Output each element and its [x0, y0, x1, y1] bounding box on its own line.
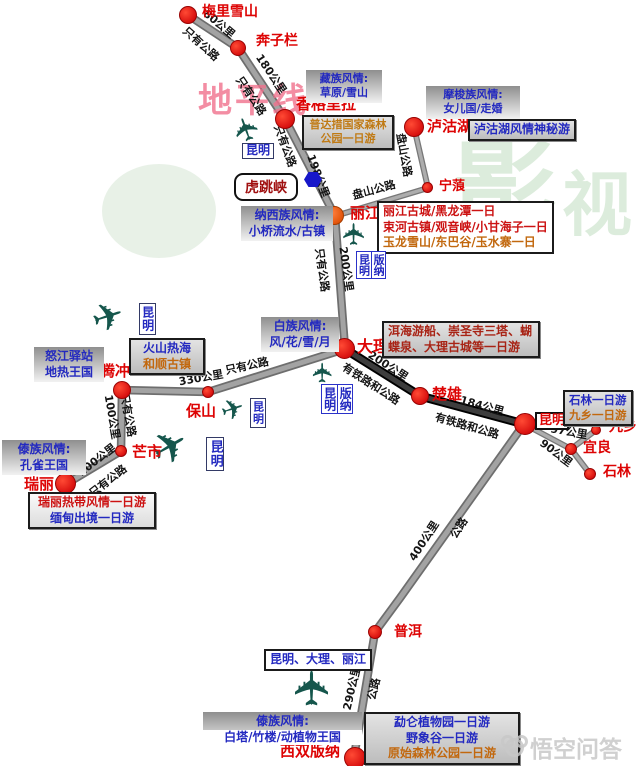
- info-box-body: 孔雀王国: [19, 457, 68, 472]
- tour-line: 火山热海: [142, 341, 191, 355]
- airport-tag-kunming: 昆明: [206, 437, 224, 471]
- city-label-baoshan: 保山: [186, 402, 217, 420]
- info-box-title: 傣族风情:: [17, 442, 71, 456]
- info-box-nujiang: 怒江驿站 地热王国: [34, 347, 104, 383]
- tour-line: 丽江古城/黑龙潭一日: [383, 204, 496, 218]
- tour-box-shilin: 石林一日游 九乡一日游: [563, 390, 633, 426]
- airport-tag-kunming: 昆明: [242, 143, 275, 159]
- airplane-icon: ✈: [337, 221, 373, 247]
- tour-line: 石林一日游: [569, 393, 627, 407]
- city-label-chuxiong: 楚雄: [432, 385, 463, 403]
- city-dot-ninglang: [422, 182, 433, 193]
- city-label-tengchong: 腾冲: [100, 362, 131, 380]
- airplane-icon: ✈: [307, 361, 339, 384]
- city-dot-chuxiong: [411, 387, 429, 405]
- tour-box-ruili: 瑞丽热带风情一日游 缅甸出境一日游: [28, 492, 156, 530]
- tour-line: 瑞丽热带风情一日游: [37, 495, 146, 509]
- city-dot-tengchong: [113, 381, 131, 399]
- tour-box-huoshan: 火山热海 和顺古镇: [129, 338, 205, 376]
- watermark-glyph-b: 视: [562, 164, 632, 246]
- info-box-bai: 白族风情: 风/花/雪/月: [261, 317, 339, 353]
- info-box-body: 风/花/雪/月: [269, 334, 331, 349]
- info-box-body: 草原/雪山: [319, 86, 369, 100]
- city-label-benzilan: 奔子栏: [256, 33, 298, 49]
- tour-box-kunming-dali-lijiang: 昆明、大理、丽江: [264, 649, 373, 671]
- hutiaoxia-label-box: 虎跳峡: [234, 173, 298, 201]
- road-fill: [351, 421, 527, 760]
- info-box-title: 纳西族风情:: [254, 208, 320, 222]
- info-box-title: 怒江驿站: [44, 349, 93, 363]
- info-box-dai-south: 傣族风情: 白塔/竹楼/动植物王国: [203, 712, 362, 746]
- city-label-puer: 普洱: [394, 624, 422, 640]
- tour-box-erhai: 洱海游船、崇圣寺三塔、蝴蝶泉、大理古城等一日游: [382, 321, 540, 359]
- tour-box-lijiang: 丽江古城/黑龙潭一日 束河古镇/观音峡/小甘海子一日 玉龙雪山/东巴谷/玉水寨一…: [377, 201, 554, 254]
- tour-box-pudacuo: 普达措国家森林公园一日游: [302, 115, 394, 150]
- city-label-yiliang: 宜良: [583, 440, 611, 456]
- tour-box-lugu: 泸沽湖风情神秘游: [468, 119, 577, 141]
- tour-line: 九乡一日游: [569, 407, 627, 422]
- city-label-kunming: 昆明: [535, 412, 570, 431]
- city-label-mangshi: 芒市: [132, 443, 163, 461]
- city-dot-benzilan: [230, 40, 246, 56]
- city-label-ruili: 瑞丽: [24, 475, 55, 493]
- info-box-title: 摩梭族风情:: [443, 88, 503, 101]
- city-dot-shangrila: [275, 109, 295, 129]
- info-box-tibetan: 藏族风情: 草原/雪山: [306, 70, 382, 103]
- city-label-luguhu: 泸沽湖: [427, 117, 473, 135]
- wukong-logo-icon: [501, 734, 528, 757]
- info-box-body: 地热王国: [44, 364, 93, 379]
- wukong-brand-text: 悟空问答: [530, 737, 622, 763]
- city-label-dali: 大理: [357, 337, 390, 356]
- airplane-icon: ✈: [285, 667, 342, 709]
- info-box-body: 女儿国/走婚: [443, 102, 503, 116]
- tour-line: 和顺古镇: [142, 356, 191, 371]
- tour-box-banna: 勐仑植物园一日游 野象谷一日游 原始森林公园一日游: [364, 712, 520, 765]
- airport-tag-kunming: 昆明: [357, 254, 371, 276]
- city-dot-jiuxiang: [591, 425, 601, 435]
- info-box-naxi: 纳西族风情: 小桥流水/古镇: [241, 206, 333, 242]
- airport-tag-kunming: 昆明: [139, 303, 156, 335]
- info-box-title: 白族风情:: [273, 319, 327, 333]
- city-dot-mangshi: [115, 445, 127, 457]
- tour-line: 缅甸出境一日游: [49, 510, 134, 525]
- airport-tag-kunming: 昆明: [322, 387, 337, 411]
- airport-tag-banna: 版纳: [370, 252, 386, 278]
- airport-tag-banna: 版纳: [336, 385, 353, 413]
- city-label-xishuangbanna: 西双版纳: [280, 742, 341, 760]
- airport-tag-kunming-banna: 昆明 版纳: [321, 384, 354, 414]
- hutiaoxia-marker: [304, 172, 322, 187]
- city-dot-luguhu: [404, 117, 424, 137]
- city-label-lijiang: 丽江: [350, 204, 381, 222]
- info-box-body: 白塔/竹楼/动植物王国: [203, 729, 362, 746]
- city-dot-yiliang: [565, 443, 577, 455]
- tour-line: 束河古镇/观音峡/小甘海子一日: [383, 219, 548, 234]
- airport-tag-kunming: 昆明: [250, 398, 266, 428]
- info-box-title: 傣族风情:: [256, 714, 309, 728]
- city-dot-baoshan: [202, 386, 214, 398]
- city-dot-kunming: [514, 413, 536, 435]
- city-dot-xishuangbanna: [344, 747, 366, 766]
- wukong-watermark: 悟空问答: [501, 730, 622, 764]
- watermark-circle: [102, 164, 216, 258]
- road-kunming-puer-xishuangbanna: [349, 419, 529, 762]
- tour-line: 野象谷一日游: [405, 730, 478, 745]
- city-label-ninglang: 宁蒗: [439, 179, 466, 194]
- city-label-shilin: 石林: [603, 464, 631, 480]
- city-dot-shilin: [584, 468, 596, 480]
- tour-line: 原始森林公园一日游: [387, 746, 496, 761]
- tour-line: 玉龙雪山/东巴谷/玉水寨一日: [383, 235, 536, 250]
- city-dot-meili: [179, 6, 197, 24]
- info-box-body: 小桥流水/古镇: [248, 223, 326, 238]
- info-box-title: 藏族风情:: [319, 72, 369, 85]
- city-label-meili: 梅里雪山: [202, 4, 258, 20]
- airport-tag-kunming-banna: 昆明 版纳: [356, 251, 387, 279]
- info-box-mosuo: 摩梭族风情: 女儿国/走婚: [426, 86, 520, 119]
- tour-line: 勐仑植物园一日游: [393, 715, 490, 729]
- info-box-dai-west: 傣族风情: 孔雀王国: [2, 440, 86, 476]
- city-dot-puer: [368, 625, 382, 639]
- city-dot-ruili: [55, 473, 76, 494]
